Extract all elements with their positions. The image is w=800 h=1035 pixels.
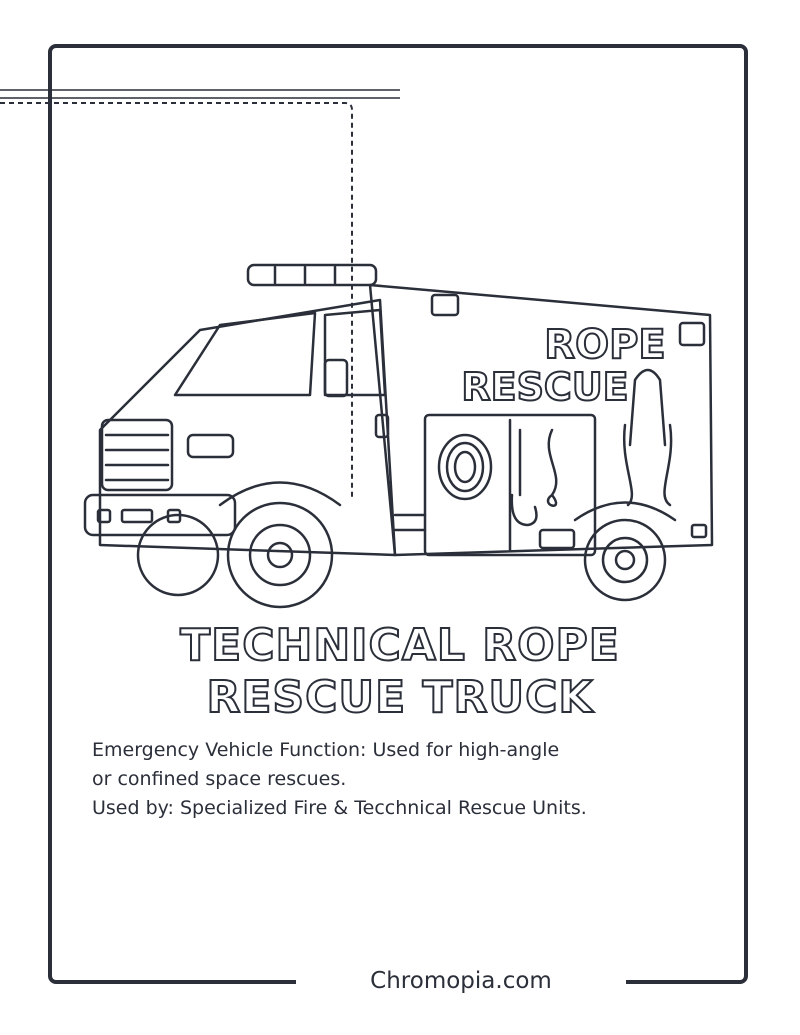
footer-gap [296, 976, 626, 992]
page-title: TECHNICAL ROPE RESCUE TRUCK [0, 619, 800, 724]
description-line-2: or confined space rescues. [92, 768, 347, 790]
description: Emergency Vehicle Function: Used for hig… [92, 736, 692, 823]
footer-site-link[interactable]: Chromopia.com [370, 968, 552, 994]
description-line-1: Emergency Vehicle Function: Used for hig… [92, 739, 560, 761]
truck-side-text-line2: RESCUE [461, 365, 628, 409]
title-line-2: RESCUE TRUCK [205, 671, 594, 724]
title-line-1: TECHNICAL ROPE [179, 619, 620, 672]
rescue-truck-illustration: ROPE RESCUE [83, 263, 714, 609]
truck-side-text-line1: ROPE [544, 322, 665, 368]
stray-guide-lines [0, 89, 400, 500]
description-line-3: Used by: Specialized Fire & Tecchnical R… [92, 797, 587, 819]
